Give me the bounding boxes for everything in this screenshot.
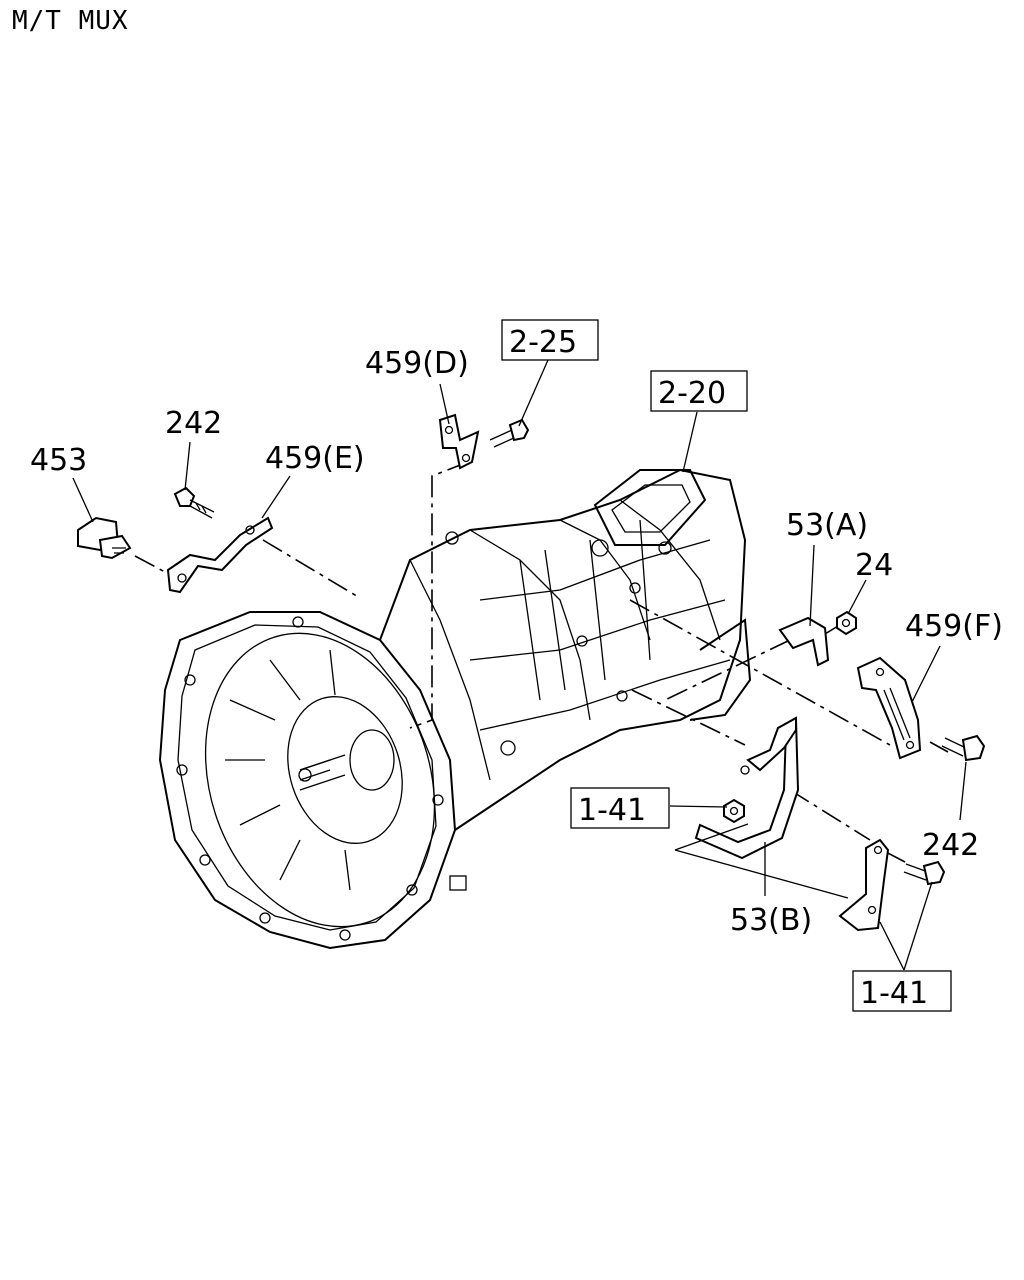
label-2-20: 2-20 (658, 376, 726, 411)
bolt-lower-right (903, 860, 946, 886)
bracket-53B (694, 716, 800, 860)
ref-box-2-20 (650, 370, 748, 412)
label-53B: 53(B) (730, 903, 812, 938)
label-242-top: 242 (165, 406, 222, 441)
nut-24 (836, 610, 857, 636)
bracket-459D (438, 413, 480, 470)
bolt-242-right (941, 734, 986, 762)
assembly-leader-lines (134, 461, 949, 863)
label-242-right: 242 (922, 828, 979, 863)
nut-1-41 (723, 798, 745, 824)
bracket-lower-right (838, 838, 890, 932)
label-459F: 459(F) (905, 609, 1003, 644)
clip-453 (77, 516, 132, 560)
label-53A: 53(A) (786, 508, 868, 543)
label-459E: 459(E) (265, 441, 365, 476)
transmission-assembly (158, 468, 752, 950)
bolt-2-25 (489, 418, 530, 448)
diagram-title: M/T MUX (12, 6, 129, 36)
bracket-459F (856, 656, 922, 760)
ref-box-1-41-left (570, 787, 670, 829)
label-453: 453 (30, 443, 87, 478)
bolt-242-top (173, 486, 215, 519)
ref-box-2-25 (501, 319, 599, 361)
bracket-459E (166, 516, 274, 594)
label-459D: 459(D) (365, 346, 469, 381)
ref-box-1-41-right (852, 970, 952, 1012)
label-1-41-right: 1-41 (860, 976, 928, 1011)
label-1-41-left: 1-41 (578, 793, 646, 828)
label-24: 24 (855, 548, 893, 583)
label-2-25: 2-25 (509, 325, 577, 360)
bracket-53A (778, 616, 830, 667)
callout-leaders (72, 359, 967, 971)
